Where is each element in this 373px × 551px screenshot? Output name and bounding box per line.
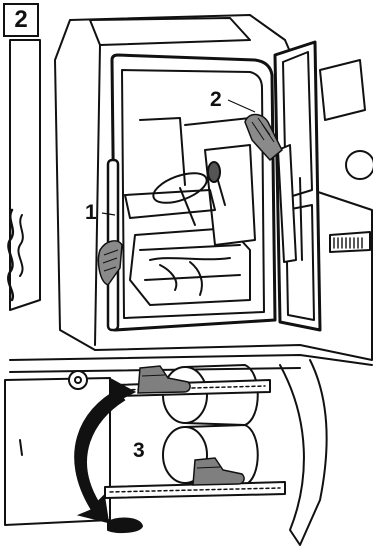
figure-number: 2 bbox=[3, 3, 39, 37]
callout-3: 3 bbox=[133, 440, 145, 461]
callout-1: 1 bbox=[85, 202, 97, 223]
rear-body-panel bbox=[10, 40, 40, 310]
callout-2: 2 bbox=[210, 89, 222, 110]
footprint bbox=[108, 519, 142, 533]
boot-lower-step bbox=[193, 458, 244, 485]
